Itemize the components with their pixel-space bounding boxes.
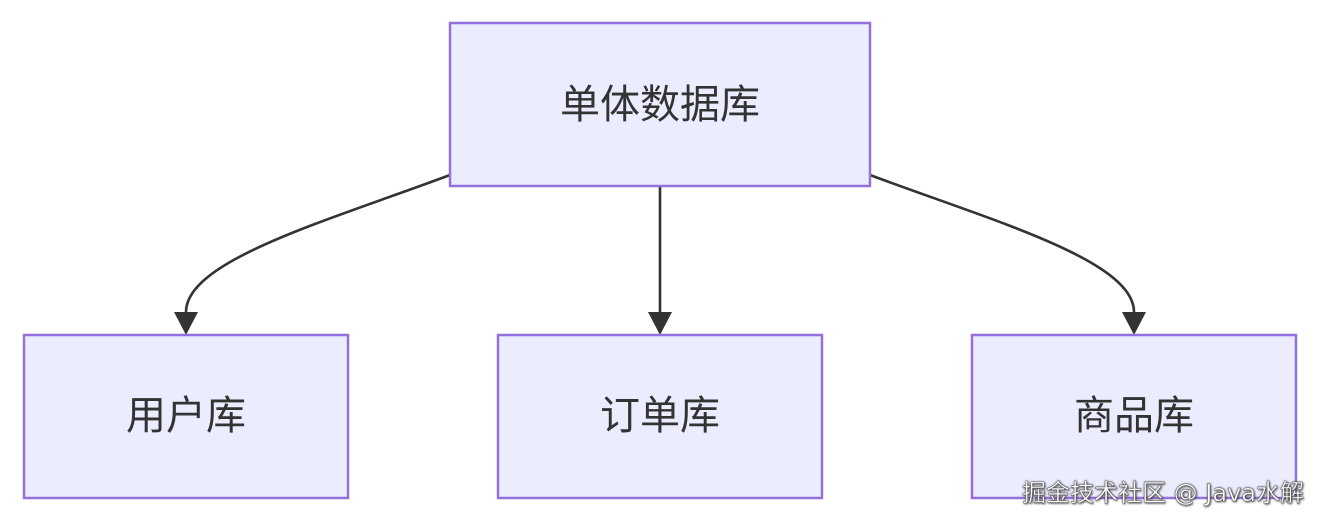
node-box <box>970 333 1298 500</box>
node-label: 单体数据库 <box>560 82 760 128</box>
node-label: 商品库 <box>1074 393 1194 439</box>
edge-root-to-user-db <box>184 173 451 313</box>
node-box <box>22 333 350 500</box>
node-monolithic-db: 单体数据库 <box>448 21 872 188</box>
watermark-text: 掘金技术社区 @ Java水解 <box>1022 479 1304 507</box>
node-product-db: 商品库 <box>970 333 1298 500</box>
node-label: 订单库 <box>600 393 720 439</box>
node-label: 用户库 <box>126 393 246 439</box>
node-order-db: 订单库 <box>496 333 824 500</box>
edge-root-to-product-db <box>869 173 1136 313</box>
node-user-db: 用户库 <box>22 333 350 500</box>
arrowhead-order-db <box>648 312 672 335</box>
node-box <box>496 333 824 500</box>
node-box <box>448 21 872 188</box>
edges <box>174 173 1146 335</box>
arrowhead-user-db <box>174 312 198 335</box>
arrowhead-product-db <box>1122 312 1146 335</box>
